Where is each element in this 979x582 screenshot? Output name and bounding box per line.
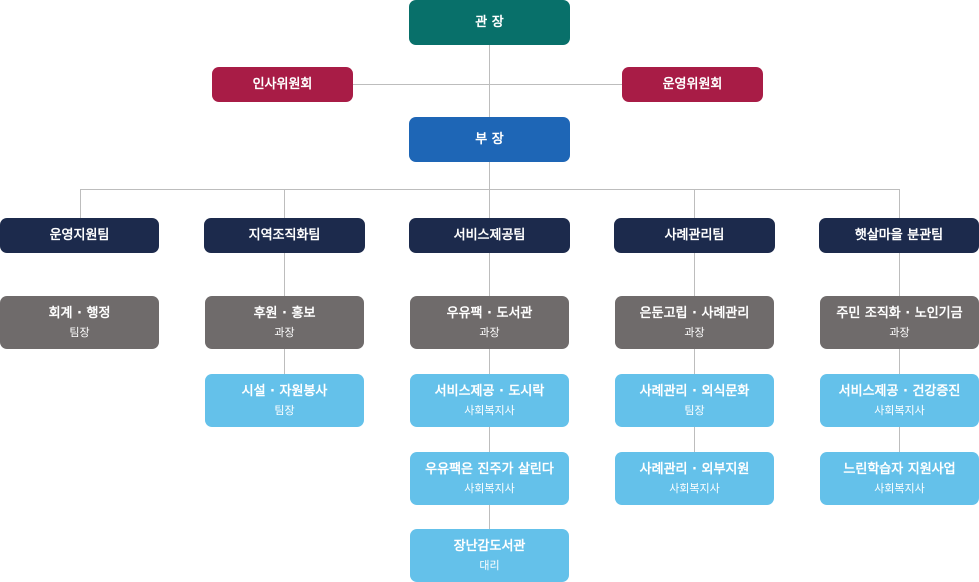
member-box: 장난감도서관 대리 (410, 529, 569, 582)
committee-operations-label: 운영위원회 (662, 77, 723, 92)
member-box: 서비스제공 · 도시락 사회복지사 (410, 374, 569, 427)
team-label: 사례관리팀 (664, 228, 725, 243)
member-role: 과장 (684, 326, 705, 339)
deputy-label: 부 장 (475, 132, 504, 147)
member-role: 과장 (889, 326, 910, 339)
member-title: 사례관리 · 외식문화 (639, 384, 750, 399)
member-box: 우유팩 · 도서관 과장 (410, 296, 569, 349)
committee-personnel-label: 인사위원회 (252, 77, 313, 92)
team-label: 햇살마을 분관팀 (854, 228, 944, 243)
member-box: 사례관리 · 외부지원 사회복지사 (615, 452, 774, 505)
member-title: 은둔고립 · 사례관리 (639, 306, 750, 321)
member-title: 우유팩은 진주가 살린다 (425, 462, 554, 477)
team-label: 서비스제공팀 (453, 228, 526, 243)
member-title: 후원 · 홍보 (253, 306, 316, 321)
member-title: 사례관리 · 외부지원 (639, 462, 750, 477)
member-title: 서비스제공 · 도시락 (434, 384, 545, 399)
member-role: 과장 (274, 326, 295, 339)
deputy-box: 부 장 (409, 117, 570, 162)
team-service-delivery: 서비스제공팀 (409, 218, 570, 253)
team-branch: 햇살마을 분관팀 (819, 218, 979, 253)
committee-operations: 운영위원회 (622, 67, 763, 102)
member-box: 후원 · 홍보 과장 (205, 296, 364, 349)
team-operations-support: 운영지원팀 (0, 218, 159, 253)
member-role: 팀장 (274, 404, 295, 417)
member-role: 사회복지사 (464, 404, 515, 417)
member-box: 서비스제공 · 건강증진 사회복지사 (820, 374, 979, 427)
director-box: 관 장 (409, 0, 570, 45)
member-box: 주민 조직화 · 노인기금 과장 (820, 296, 979, 349)
member-box: 우유팩은 진주가 살린다 사회복지사 (410, 452, 569, 505)
member-role: 과장 (479, 326, 500, 339)
member-box: 회계 · 행정 팀장 (0, 296, 159, 349)
committee-personnel: 인사위원회 (212, 67, 353, 102)
member-box: 시설 · 자원봉사 팀장 (205, 374, 364, 427)
director-label: 관 장 (475, 15, 504, 30)
team-label: 운영지원팀 (49, 228, 110, 243)
member-title: 서비스제공 · 건강증진 (838, 384, 961, 399)
member-title: 장난감도서관 (453, 539, 526, 554)
team-community-organizing: 지역조직화팀 (204, 218, 365, 253)
team-label: 지역조직화팀 (248, 228, 321, 243)
member-title: 주민 조직화 · 노인기금 (836, 306, 963, 321)
member-box: 느린학습자 지원사업 사회복지사 (820, 452, 979, 505)
member-role: 사회복지사 (669, 482, 720, 495)
member-title: 회계 · 행정 (48, 306, 111, 321)
member-title: 우유팩 · 도서관 (446, 306, 533, 321)
member-role: 사회복지사 (874, 482, 925, 495)
member-role: 사회복지사 (874, 404, 925, 417)
member-role: 사회복지사 (464, 482, 515, 495)
member-box: 은둔고립 · 사례관리 과장 (615, 296, 774, 349)
member-title: 시설 · 자원봉사 (241, 384, 328, 399)
team-case-management: 사례관리팀 (614, 218, 775, 253)
member-role: 대리 (479, 559, 500, 572)
member-role: 팀장 (684, 404, 705, 417)
member-box: 사례관리 · 외식문화 팀장 (615, 374, 774, 427)
member-role: 팀장 (69, 326, 90, 339)
member-title: 느린학습자 지원사업 (843, 462, 956, 477)
